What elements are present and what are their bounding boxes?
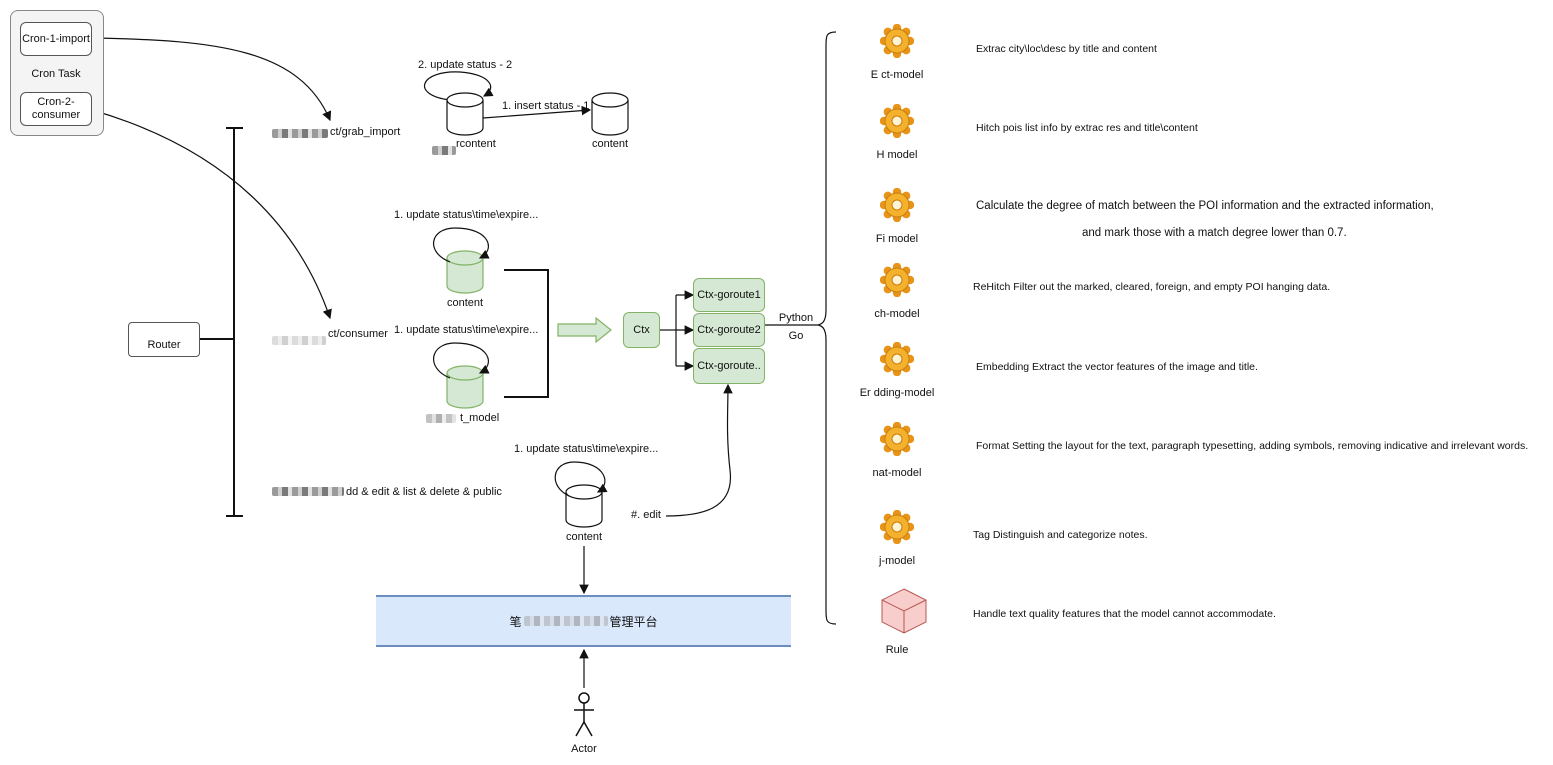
cron-import-arrow — [91, 37, 332, 122]
platform-prefix: 笔 — [509, 614, 522, 629]
actor-figure — [574, 692, 594, 737]
model-description-line2: and mark those with a match degree lower… — [1082, 227, 1347, 239]
route-import-redacted — [272, 129, 328, 138]
mid-loop2-label: 1. update status\time\expire... — [394, 324, 539, 336]
route-consumer-redacted — [272, 336, 326, 345]
goroutine-2-label: Ctx-goroute2 — [697, 323, 761, 336]
route-crud-redacted — [272, 487, 344, 496]
lang-python-label: Python — [778, 312, 814, 324]
model-gear-icon — [879, 187, 915, 223]
platform-suffix: 管理平台 — [609, 614, 658, 629]
db-rcontent-cylinder — [446, 92, 484, 136]
ctx-label: Ctx — [633, 323, 650, 336]
platform-redacted — [523, 616, 608, 626]
edit-label: #. edit — [631, 509, 661, 521]
top-loop-label: 2. update status - 2 — [418, 59, 513, 71]
merge-bracket — [504, 269, 549, 398]
mid-loop1-label: 1. update status\time\expire... — [394, 209, 539, 221]
route-grab-import[interactable]: ct/grab_import — [330, 126, 401, 138]
rule-cube-icon — [881, 588, 927, 634]
cron-import-label: Cron-1-import — [22, 32, 90, 45]
insert-arrow — [482, 105, 592, 119]
model-name[interactable]: H model — [876, 149, 918, 161]
mid-db1-label: content — [446, 297, 484, 309]
router-box[interactable]: Router — [128, 322, 200, 357]
goroutine-2-box[interactable]: Ctx-goroute2 — [693, 313, 765, 347]
model-description: Extrac city\loc\desc by title and conten… — [976, 43, 1157, 55]
model-name[interactable]: j-model — [878, 555, 916, 567]
cron-consumer-box[interactable]: Cron-2-consumer — [20, 92, 92, 126]
mid-db2-label: t_model — [460, 412, 500, 424]
db-content-cylinder — [591, 92, 629, 136]
model-description: Tag Distinguish and categorize notes. — [973, 529, 1148, 541]
cron-consumer-arrow — [91, 109, 332, 320]
model-name[interactable]: nat-model — [872, 467, 922, 479]
model-description: Hitch pois list info by extrac res and t… — [976, 122, 1198, 134]
cron-import-box[interactable]: Cron-1-import — [20, 22, 92, 56]
router-label: Router — [147, 339, 181, 351]
db-green-content-cylinder — [446, 250, 484, 294]
model-name[interactable]: ch-model — [874, 308, 920, 320]
model-gear-icon — [879, 103, 915, 139]
model-name[interactable]: E ct-model — [870, 69, 924, 81]
model-gear-icon — [879, 509, 915, 545]
source-db-redacted — [432, 146, 456, 155]
target-db-label: content — [591, 138, 629, 150]
lang-go-label: Go — [788, 330, 804, 342]
model-name[interactable]: Fi model — [875, 233, 919, 245]
goroutine-1-label: Ctx-goroute1 — [697, 288, 761, 301]
cron-consumer-label: Cron-2-consumer — [31, 96, 81, 121]
model-brace — [817, 31, 837, 625]
goroutine-1-box[interactable]: Ctx-goroute1 — [693, 278, 765, 312]
actor-label: Actor — [571, 743, 597, 755]
model-gear-icon — [879, 23, 915, 59]
model-gear-icon — [879, 341, 915, 377]
model-description: Handle text quality features that the mo… — [973, 608, 1276, 620]
model-description: Calculate the degree of match between th… — [976, 200, 1434, 212]
model-description: Format Setting the layout for the text, … — [976, 440, 1529, 452]
model-description: Embedding Extract the vector features of… — [976, 361, 1258, 373]
model-gear-icon — [879, 421, 915, 457]
mid-db2-redacted — [426, 414, 456, 423]
route-consumer[interactable]: ct/consumer — [328, 328, 388, 340]
db-edit-content-cylinder — [565, 484, 603, 528]
edit-loop-label: 1. update status\time\expire... — [514, 443, 659, 455]
db-green-model-cylinder — [446, 365, 484, 409]
model-description: ReHitch Filter out the marked, cleared, … — [973, 281, 1331, 293]
management-platform-banner[interactable]: 笔 管理平台 — [376, 595, 791, 647]
edit-db-label: content — [565, 531, 603, 543]
model-gear-icon — [879, 262, 915, 298]
route-crud[interactable]: dd & edit & list & delete & public — [346, 486, 502, 498]
goroutine-3-label: Ctx-goroute.. — [697, 359, 761, 372]
top-loop-arrow — [423, 71, 494, 101]
model-name[interactable]: Rule — [885, 644, 909, 656]
source-db-label: rcontent — [456, 138, 496, 150]
cron-group-label: Cron Task — [31, 68, 81, 80]
edit-arrow — [665, 383, 733, 517]
insert-label: 1. insert status - 1 — [502, 100, 590, 112]
ctx-box[interactable]: Ctx — [623, 312, 660, 348]
model-name[interactable]: Er dding-model — [859, 387, 935, 399]
green-arrow-to-ctx — [557, 316, 612, 344]
goroutine-3-box[interactable]: Ctx-goroute.. — [693, 348, 765, 384]
